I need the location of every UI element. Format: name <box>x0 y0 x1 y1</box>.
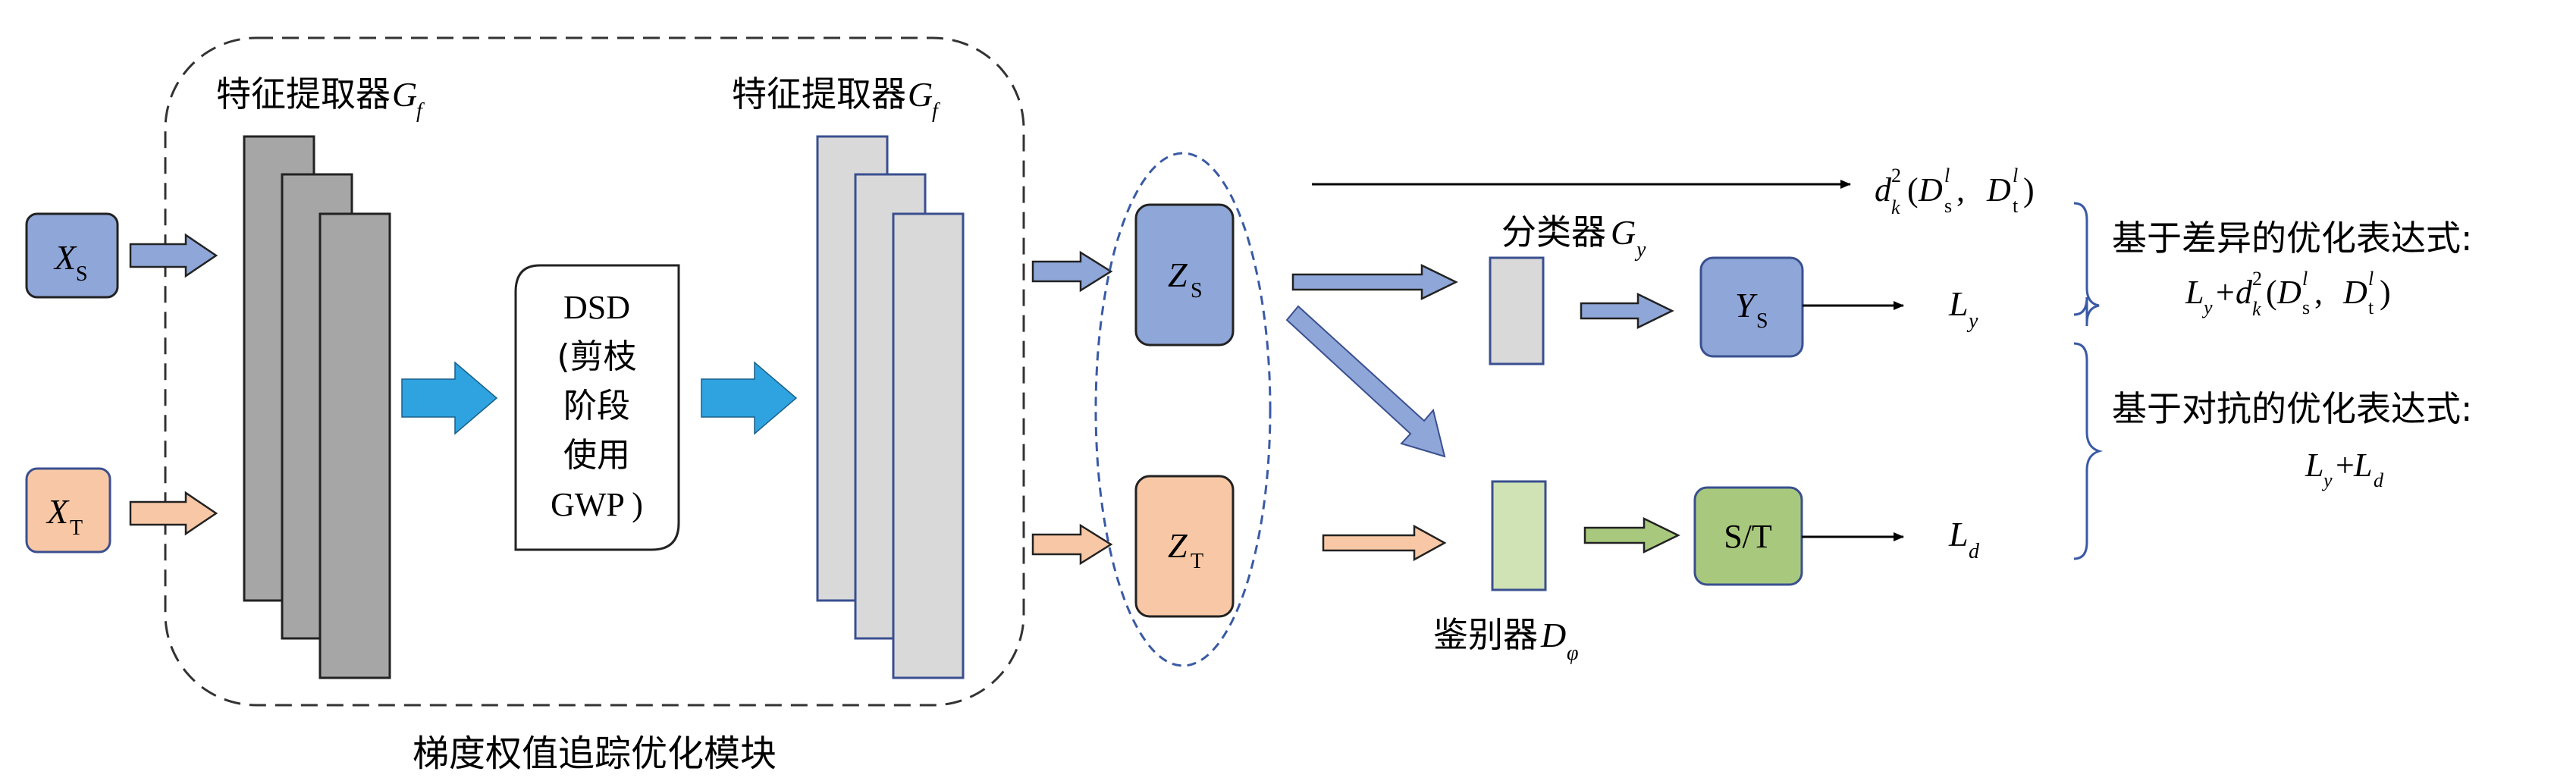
z-target-sub: T <box>1191 550 1203 573</box>
arrow-discriminator-to-st <box>1583 516 1680 554</box>
extractor-left-sub: f <box>416 99 425 123</box>
svg-text:t: t <box>2013 195 2019 217</box>
arrow-xt-to-extractor <box>129 491 218 536</box>
discriminator-symbol: D <box>1540 616 1566 654</box>
svg-text:k: k <box>1891 196 1900 218</box>
discriminator-sub: φ <box>1567 641 1579 665</box>
svg-text:d: d <box>1875 171 1892 209</box>
dsd-line-3: 阶段 <box>563 387 630 425</box>
svg-text:,: , <box>1956 171 1965 209</box>
classifier-sub: y <box>1634 238 1646 262</box>
arrow-classifier-to-ys <box>1580 292 1674 330</box>
classifier-label: 分类器 <box>1501 212 1606 252</box>
arrow-to-zt <box>1031 523 1113 566</box>
svg-text:): ) <box>2380 274 2391 311</box>
gwp-module-boundary <box>164 36 1025 707</box>
z-source-sub: S <box>1191 279 1203 303</box>
svg-text:D: D <box>1918 171 1943 209</box>
svg-text:l: l <box>2013 165 2018 187</box>
distance-term: d 2 k ( D l s , D l t ) <box>1875 165 2035 218</box>
input-source-sub: S <box>76 262 88 286</box>
svg-text:L: L <box>2353 447 2372 484</box>
extractor-right-sub: f <box>932 99 940 123</box>
dsd-line-1: DSD <box>563 289 630 326</box>
z-source-node: Z S <box>1134 203 1235 347</box>
arrow-zs-to-classifier <box>1291 263 1458 301</box>
svg-text:s: s <box>1944 195 1952 217</box>
input-source-label: X <box>53 238 77 277</box>
svg-text:l: l <box>1944 165 1950 187</box>
adv-opt-formula: L y + L d <box>2305 447 2384 491</box>
extractor-right-symbol: G <box>908 75 933 114</box>
dsd-line-2: (剪枝 <box>557 337 636 376</box>
discriminator-label: 鉴别器 <box>1433 614 1538 655</box>
svg-text:s: s <box>2302 296 2310 318</box>
brace-bottom <box>2073 342 2104 560</box>
ys-sub: S <box>1756 309 1768 333</box>
input-target-sub: T <box>70 516 83 540</box>
extractor-left-symbol: G <box>392 75 417 114</box>
svg-text:L: L <box>2185 274 2204 311</box>
svg-text:(: ( <box>2266 274 2277 311</box>
svg-text:L: L <box>2305 447 2323 484</box>
diff-opt-formula: L y + d 2 k ( D l s , D l t ) <box>2185 268 2391 320</box>
svg-text:,: , <box>2314 274 2323 311</box>
dsd-line-5: GWP ) <box>551 486 643 523</box>
svg-text:y: y <box>2321 469 2333 491</box>
arrow-from-dsd <box>701 361 798 435</box>
input-source-node: X S <box>25 212 119 299</box>
extractor-right-label: 特征提取器 <box>732 74 906 114</box>
dsd-box: DSD (剪枝 阶段 使用 GWP ) <box>514 264 680 551</box>
svg-text:l: l <box>2368 268 2374 290</box>
loss-d-sub: d <box>1969 540 1980 563</box>
extractor-left-label: 特征提取器 <box>216 74 391 114</box>
module-label: 梯度权值追踪优化模块 <box>413 732 777 775</box>
arrow-zs-to-discriminator <box>1285 305 1446 458</box>
classifier-symbol: G <box>1611 213 1636 252</box>
z-target-node: Z T <box>1134 475 1235 618</box>
st-node: S/T <box>1693 486 1803 586</box>
dsd-line-4: 使用 <box>563 436 630 475</box>
feature-space-ellipse <box>1094 152 1272 667</box>
svg-text:D: D <box>2342 274 2367 311</box>
arrow-to-dsd <box>401 361 498 435</box>
svg-text:l: l <box>2302 268 2308 290</box>
svg-text:D: D <box>2276 274 2301 311</box>
classifier-block <box>1489 256 1545 365</box>
svg-text:k: k <box>2252 298 2261 320</box>
svg-text:d: d <box>2374 469 2384 491</box>
feature-extractor-right <box>816 135 965 679</box>
arrow-zt-to-discriminator <box>1322 524 1447 562</box>
loss-d: L <box>1948 515 1969 554</box>
svg-text:+: + <box>2216 274 2235 311</box>
loss-y: L <box>1948 284 1969 323</box>
arrow-xs-to-extractor <box>129 233 218 278</box>
svg-text:y: y <box>2201 296 2213 318</box>
svg-text:D: D <box>1986 171 2011 209</box>
svg-text:t: t <box>2368 296 2374 318</box>
ys-label: Y <box>1735 286 1758 325</box>
svg-text:2: 2 <box>1891 165 1901 187</box>
adv-opt-title: 基于对抗的优化表达式: <box>2112 388 2473 429</box>
feature-extractor-left <box>243 135 391 679</box>
input-target-label: X <box>45 492 70 531</box>
brace-top <box>2073 202 2100 326</box>
svg-text:(: ( <box>1907 171 1919 209</box>
svg-text:2: 2 <box>2252 268 2262 290</box>
svg-text:): ) <box>2023 171 2035 209</box>
diff-opt-title: 基于差异的优化表达式: <box>2112 218 2473 259</box>
arrow-to-zs <box>1031 250 1113 293</box>
input-target-node: X T <box>25 467 111 554</box>
st-label: S/T <box>1724 518 1772 555</box>
z-source-label: Z <box>1168 256 1188 294</box>
svg-text:d: d <box>2236 274 2253 311</box>
z-target-label: Z <box>1168 526 1188 565</box>
ys-node: Y S <box>1699 256 1804 358</box>
loss-y-sub: y <box>1966 309 1978 333</box>
discriminator-block <box>1491 480 1547 591</box>
svg-text:+: + <box>2336 447 2355 484</box>
